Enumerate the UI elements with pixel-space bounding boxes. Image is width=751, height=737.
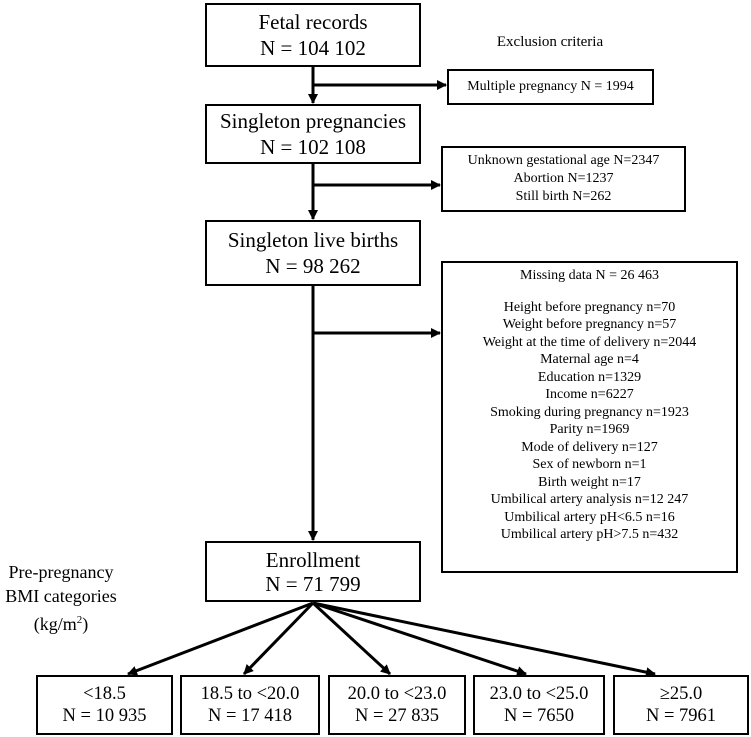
- arrow-to-cat-4: [312, 601, 527, 676]
- category-label: 23.0 to <25.0: [489, 684, 589, 704]
- category-count: N = 7961: [645, 706, 717, 726]
- bmi-category-20-to-23: 20.0 to <23.0 N = 27 835: [328, 675, 466, 735]
- missing-item: Sex of newborn n=1: [532, 457, 647, 472]
- arrow-to-cat-3: [311, 601, 392, 676]
- multiple-pregnancy-box: Multiple pregnancy N = 1994: [447, 69, 654, 105]
- bmi-label-line2: BMI categories: [5, 586, 117, 606]
- arrow-to-cat-2: [242, 601, 315, 676]
- missing-item: Umbilical artery pH<6.5 n=16: [504, 509, 675, 525]
- fetal-records-title: Fetal records: [258, 10, 368, 34]
- missing-item: Weight before pregnancy n=57: [502, 317, 677, 332]
- bmi-label-line1: Pre-pregnancy: [8, 562, 114, 582]
- category-label: ≥25.0: [659, 684, 703, 704]
- missing-item: Umbilical artery analysis n=12 247: [490, 492, 689, 507]
- bmi-label-units: (kg/m2): [33, 614, 89, 634]
- bmi-category-25-plus: ≥25.0 N = 7961: [613, 675, 749, 735]
- bmi-category-under-18-5: <18.5 N = 10 935: [36, 675, 173, 735]
- missing-item: Parity n=1969: [549, 422, 630, 437]
- category-label: <18.5: [83, 684, 126, 704]
- enrollment-box: Enrollment N = 71 799: [205, 541, 421, 602]
- category-label: 20.0 to <23.0: [347, 684, 447, 704]
- missing-data-box: Missing data N = 26 463 Height before pr…: [441, 261, 738, 573]
- bmi-categories-label: Pre-pregnancy BMI categories (kg/m2): [0, 560, 122, 636]
- category-count: N = 10 935: [62, 706, 147, 726]
- missing-item: Mode of delivery n=127: [521, 439, 658, 455]
- enrollment-title: Enrollment: [265, 547, 361, 572]
- category-count: N = 17 418: [208, 706, 292, 726]
- missing-item: Maternal age n=4: [540, 352, 639, 367]
- category-label: 18.5 to <20.0: [200, 684, 300, 704]
- singleton-live-births-box: Singleton live births N = 98 262: [205, 220, 421, 286]
- abortion: Abortion N=1237: [513, 171, 614, 186]
- singleton-pregnancies-box: Singleton pregnancies N = 102 108: [205, 104, 421, 164]
- missing-item: Weight at the time of delivery n=2044: [482, 334, 697, 350]
- missing-item: Birth weight n=17: [538, 474, 641, 490]
- singleton-pregnancies-title: Singleton pregnancies: [219, 109, 407, 133]
- missing-item: Umbilical artery pH>7.5 n=432: [500, 527, 679, 542]
- bmi-category-23-to-25: 23.0 to <25.0 N = 7650: [473, 675, 605, 735]
- arrow-to-cat-5: [312, 601, 656, 678]
- missing-item: Height before pregnancy n=70: [503, 299, 676, 315]
- singleton-live-births-count: N = 98 262: [265, 254, 361, 278]
- exclusion-criteria-title: Exclusion criteria: [496, 34, 604, 50]
- singleton-pregnancies-count: N = 102 108: [260, 135, 366, 159]
- fetal-records-count: N = 104 102: [260, 36, 366, 60]
- bmi-category-18-5-to-20: 18.5 to <20.0 N = 17 418: [180, 675, 320, 735]
- missing-data-header: Missing data N = 26 463: [520, 268, 659, 283]
- category-count: N = 7650: [503, 706, 575, 726]
- unknown-gestational-age: Unknown gestational age N=2347: [467, 153, 660, 168]
- enrollment-count: N = 71 799: [265, 571, 361, 596]
- still-birth: Still birth N=262: [515, 189, 612, 204]
- missing-item: Income n=6227: [545, 387, 634, 402]
- arrow-to-cat-1: [127, 601, 314, 676]
- missing-item: Education n=1329: [537, 369, 642, 385]
- category-count: N = 27 835: [355, 706, 439, 726]
- second-exclusion-box: Unknown gestational age N=2347 Abortion …: [441, 146, 686, 212]
- fetal-records-box: Fetal records N = 104 102: [205, 3, 421, 67]
- multiple-pregnancy-text: Multiple pregnancy N = 1994: [467, 79, 634, 94]
- singleton-live-births-title: Singleton live births: [227, 228, 399, 252]
- missing-item: Smoking during pregnancy n=1923: [490, 404, 689, 420]
